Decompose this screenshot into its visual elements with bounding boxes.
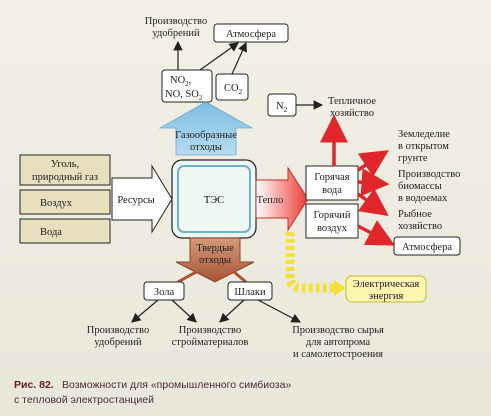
- heat-label: Тепло: [257, 195, 284, 206]
- farming-label: Земледелие в открытом грунте: [398, 129, 450, 164]
- svg-text:Производство: Производство: [145, 16, 207, 27]
- ash-box: [143, 281, 185, 301]
- tes-inner-border: [177, 165, 251, 233]
- raw-materials-label: Производство сырья для автопрома и самол…: [292, 325, 384, 360]
- fertilizer-top-label: Производство удобрений: [145, 16, 207, 39]
- svg-text:биомассы: биомассы: [398, 181, 442, 192]
- hot-air-label-1: Горячий: [314, 210, 351, 221]
- electric-arrow: [285, 232, 336, 293]
- svg-text:Производство: Производство: [398, 169, 460, 180]
- co2-label: CO2: [224, 83, 243, 96]
- red-arrow-atmosphere: [357, 220, 396, 246]
- arrow-ash-fertilizer: [131, 299, 159, 323]
- svg-text:хозяйство: хозяйство: [330, 108, 374, 119]
- nox-sox-box: [161, 69, 213, 103]
- tes-label: ТЭС: [204, 195, 224, 206]
- electric-label-1: Электрическая: [353, 279, 420, 290]
- svg-text:в открытом: в открытом: [398, 141, 449, 152]
- atmosphere-top-box: [213, 23, 289, 43]
- svg-text:хозяйство: хозяйство: [398, 221, 442, 232]
- svg-text:Земледелие: Земледелие: [398, 129, 450, 140]
- svg-text:Газообразные: Газообразные: [175, 130, 237, 141]
- coal-label-2: природный газ: [32, 172, 98, 183]
- gaseous-waste-label: Газообразные отходы: [175, 130, 237, 153]
- electric-box: [345, 275, 427, 303]
- red-arrows: [320, 114, 396, 246]
- ash-label: Зола: [154, 287, 175, 298]
- solid-waste-label-1: Твердые: [196, 243, 234, 254]
- caption-label: Рис. 82.: [14, 379, 54, 391]
- svg-text:стройматериалов: стройматериалов: [172, 337, 249, 348]
- water-label: Вода: [40, 227, 62, 238]
- fertilizer-bottom-label: Производство удобрений: [87, 325, 149, 348]
- svg-text:Производство: Производство: [179, 325, 241, 336]
- red-arrow-farming: [357, 150, 389, 178]
- hot-water-label-2: вода: [322, 185, 342, 196]
- atmosphere-right-label: Атмосфера: [402, 242, 452, 253]
- resources-arrow: [111, 164, 173, 234]
- gaseous-waste-arrow: [158, 101, 254, 156]
- hot-water-box: [305, 165, 359, 201]
- air-box: [19, 189, 111, 215]
- svg-text:отходы: отходы: [190, 142, 222, 153]
- n2-label: N2: [276, 101, 288, 114]
- svg-text:и самолетостроения: и самолетостроения: [293, 349, 383, 360]
- brown-arrow-slag: [233, 270, 247, 284]
- arrow-slag-raw: [257, 299, 302, 323]
- svg-text:Тепличное: Тепличное: [328, 96, 376, 107]
- solid-waste-label-2: отходы: [199, 255, 231, 266]
- coal-label-1: Уголь,: [51, 159, 79, 170]
- arrow-slag-construction: [219, 299, 245, 323]
- svg-text:в водоемах: в водоемах: [398, 193, 448, 204]
- arrow-nox-to-atmosphere: [199, 42, 239, 71]
- electric-arrowhead: [334, 280, 346, 296]
- slag-box: [227, 281, 273, 301]
- caption-line-2: с тепловой электростанцией: [14, 394, 154, 406]
- hot-air-label-2: воздух: [317, 223, 348, 234]
- construction-label: Производство стройматериалов: [172, 325, 249, 348]
- biomass-label: Производство биомассы в водоемах: [398, 169, 460, 204]
- atmosphere-top-label: Атмосфера: [226, 29, 276, 40]
- resources-label: Ресурсы: [117, 195, 154, 206]
- fishery-label: Рыбное хозяйство: [398, 209, 442, 232]
- nox-label: NO2,: [170, 75, 191, 88]
- caption-line-1: Возможности для «промышленного симбиоза»: [62, 379, 291, 391]
- svg-text:Производство сырья: Производство сырья: [292, 325, 384, 336]
- electric-label-2: энергия: [369, 291, 404, 302]
- svg-text:для автопрома: для автопрома: [306, 337, 371, 348]
- water-box: [19, 218, 111, 244]
- brown-arrow-ash: [177, 270, 197, 284]
- coal-box: [19, 154, 111, 186]
- air-label: Воздух: [40, 198, 73, 209]
- svg-text:Рыбное: Рыбное: [398, 209, 432, 220]
- svg-text:удобрений: удобрений: [152, 28, 200, 39]
- svg-text:удобрений: удобрений: [94, 337, 142, 348]
- heat-arrow: [255, 166, 309, 232]
- svg-text:грунте: грунте: [398, 153, 428, 164]
- red-arrow-fishery: [356, 188, 389, 217]
- slag-label: Шлаки: [234, 287, 266, 298]
- atmosphere-right-box: [393, 236, 461, 256]
- greenhouse-label: Тепличное хозяйство: [328, 96, 376, 119]
- arrow-co2-to-atmosphere: [231, 41, 247, 75]
- arrow-ash-construction: [171, 299, 197, 323]
- red-arrow-biomass: [357, 168, 390, 197]
- svg-text:Производство: Производство: [87, 325, 149, 336]
- no-so-label: NO, SO2: [165, 89, 203, 102]
- hot-air-box: [305, 203, 359, 239]
- hot-water-label-1: Горячая: [314, 172, 349, 183]
